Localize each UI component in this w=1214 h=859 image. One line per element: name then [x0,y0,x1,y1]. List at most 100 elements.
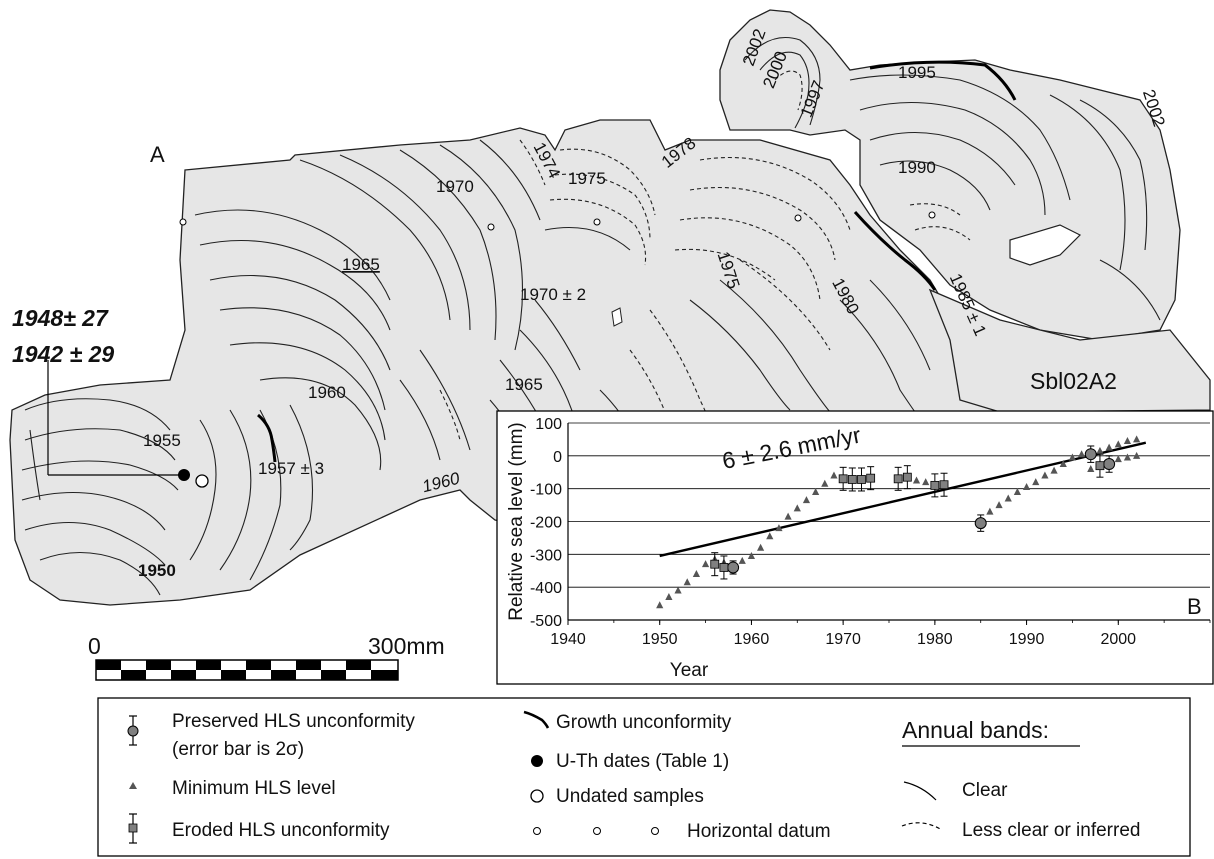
coral-map: A Sbl02A2 1948± 27 1942 ± 29 1970 1974 1… [9,9,1211,681]
minimum-hls-marker [766,532,774,540]
growth-unconformity-1957 [257,413,277,463]
legend-minimum-label: Minimum HLS level [172,778,336,799]
uth-date-marker [178,469,190,481]
year-label: 1970 ± 2 [520,285,586,304]
minimum-hls-marker [1096,446,1104,454]
minimum-hls-marker [1013,487,1021,495]
y-tick-label: -400 [530,580,562,597]
x-tick-label: 1970 [825,631,861,648]
preserved-hls-marker [974,517,987,530]
eroded-hls-point [1095,453,1105,478]
legend-box [97,697,1191,857]
eroded-hls-marker [939,480,949,490]
legend-minimum-icon [129,782,137,789]
eroded-hls-point [857,467,866,492]
minimum-hls-marker [1004,494,1012,502]
panel-b-label: B [1187,594,1202,619]
legend-preserved-label: Preserved HLS unconformity [172,711,415,732]
minimum-hls-marker [1114,440,1122,448]
minimum-hls-marker [674,586,682,594]
horizontal-datum-marker [487,223,495,231]
coral-void-small [611,307,623,327]
year-label: 1965 [342,255,380,274]
minimum-hls-marker [812,487,820,495]
eroded-hls-point [866,466,876,491]
chart-marks [656,435,1147,609]
legend-datum-icon [651,827,659,835]
x-tick-label: 1990 [1009,631,1045,648]
year-label: 1950 [138,561,176,580]
legend-uth-label: U-Th dates (Table 1) [556,751,729,772]
minimum-hls-marker [1050,466,1058,474]
minimum-hls-marker [1022,483,1031,491]
year-label: 1990 [898,158,936,177]
minimum-hls-marker [1114,455,1122,463]
x-tick-label: 1940 [550,631,586,648]
minimum-hls-marker [922,478,930,486]
minimum-hls-marker [1078,450,1086,458]
eroded-hls-point [838,466,848,491]
minimum-hls-marker [793,504,801,512]
eroded-hls-marker [838,474,848,484]
scale-end-label: 300mm [368,633,445,659]
panel-a-label: A [150,142,165,167]
undated-sample-marker [195,474,209,488]
y-tick-label: -100 [530,482,562,499]
minimum-hls-marker [1059,460,1067,468]
scale-bar: 0 300mm [88,633,445,681]
annual-bands-center [194,139,546,471]
minimum-hls-marker [757,543,765,551]
coral-outline-right [928,288,1211,413]
minimum-hls-marker [1133,451,1141,459]
year-label: 1957 ± 3 [258,459,324,478]
eroded-hls-marker [930,480,940,490]
y-tick-label: -500 [530,613,562,630]
minimum-hls-marker [830,471,838,479]
eroded-hls-marker [902,472,912,482]
annual-bands-left [21,398,314,596]
horizontal-datum-marker [794,214,802,222]
minimum-hls-marker [665,593,673,601]
minimum-hls-marker [802,496,811,504]
y-tick-label: -300 [530,547,562,564]
legend-datum-icon [593,827,601,835]
eroded-hls-point [939,472,949,497]
x-tick-label: 2000 [1100,631,1136,648]
y-axis-label: Relative sea level (mm) [506,422,527,621]
legend-less-clear-label: Less clear or inferred [962,820,1140,841]
horizontal-datum-marker [179,218,187,226]
year-label: 1975 [568,169,606,188]
x-tick-label: 1960 [734,631,770,648]
y-tick-label: -200 [530,515,562,532]
date-label-1: 1948± 27 [12,305,109,331]
minimum-hls-marker [683,578,691,586]
legend-eroded-icon [128,813,138,844]
minimum-hls-marker [738,556,746,564]
minimum-hls-marker [1123,453,1132,461]
legend-eroded-label: Eroded HLS unconformity [172,820,390,841]
eroded-hls-point [930,473,940,498]
legend-preserved-icon [127,715,139,746]
legend-datum-icon [533,827,541,835]
horizontal-datum-marker [928,211,936,219]
eroded-hls-point [719,555,729,580]
year-label: 1955 [143,431,181,450]
minimum-hls-marker [784,512,792,520]
preserved-hls-point [974,514,987,532]
eroded-hls-point [893,466,903,491]
legend-clear-label: Clear [962,780,1008,801]
minimum-hls-marker [821,479,829,487]
x-axis-label: Year [670,660,709,681]
minimum-hls-marker [912,476,921,484]
minimum-hls-marker [692,570,700,578]
coral-outline-lobe [719,9,1181,341]
legend-uth-icon [531,755,543,767]
annual-bands-1975 [489,148,656,491]
eroded-hls-marker [847,475,857,484]
legend-datum-label: Horizontal datum [687,821,831,842]
legend-growth-label: Growth unconformity [556,712,732,733]
eroded-hls-point [710,552,720,577]
legend-undated-label: Undated samples [556,786,704,807]
